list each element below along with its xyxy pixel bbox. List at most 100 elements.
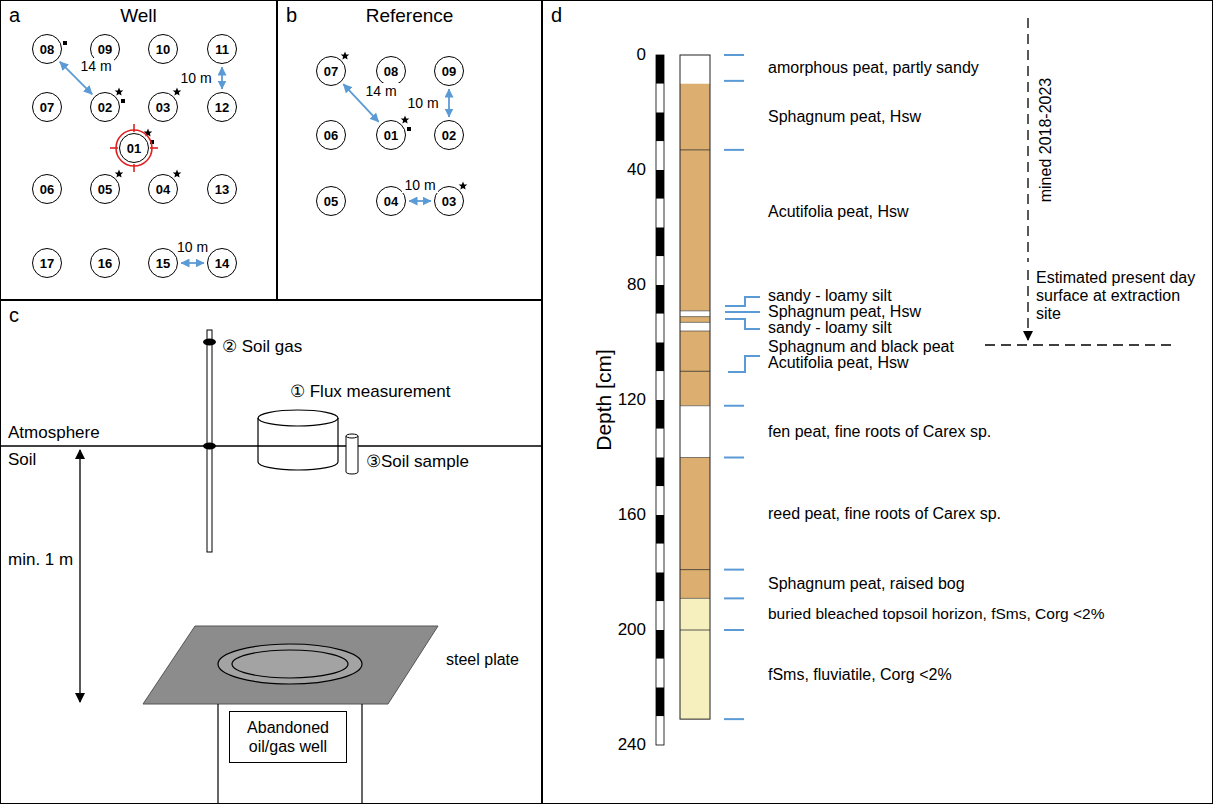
location-circle: 15: [148, 248, 178, 278]
depth-tick: 160: [618, 506, 646, 524]
location-circle: 09: [434, 56, 464, 86]
well-casing: [218, 704, 362, 804]
figure-panel: cAbandoned oil/gas well: [0, 300, 542, 804]
location-number: 04: [384, 194, 398, 209]
sampling-marks: [459, 182, 468, 190]
depth-scale-bar: [656, 55, 664, 745]
location-circle: 05: [316, 186, 346, 216]
ground-line: [0, 445, 542, 447]
location-number: 17: [40, 256, 54, 271]
depth-scale-bar: [656, 285, 664, 314]
distance-arrow: [80, 450, 81, 702]
location-number: 07: [40, 100, 54, 115]
panel-letter: d: [551, 4, 562, 27]
layer-boundary-mark: [724, 55, 760, 719]
depth-scale-bar: [656, 486, 664, 515]
setup-label: min. 1 m: [8, 551, 73, 569]
layer-label: Sphagnum peat, Hsw: [768, 108, 921, 126]
steel-plate: [143, 626, 438, 704]
soil-column: [680, 405, 710, 406]
soil-column: [680, 55, 710, 84]
location-circle: 02: [434, 120, 464, 150]
sampling-marks: [110, 147, 118, 149]
setup-label: Atmosphere: [8, 424, 100, 442]
layer-boundary-mark: [724, 718, 744, 720]
location-number: 15: [156, 256, 170, 271]
sampling-marks: [63, 41, 467, 190]
location-circle: 04: [148, 174, 178, 204]
location-circle: 08: [32, 34, 62, 64]
flux-chamber: [258, 410, 338, 426]
soil-column: [680, 598, 710, 599]
soil-column: [680, 406, 710, 458]
location-number: 05: [98, 182, 112, 197]
panel-letter: a: [9, 4, 20, 27]
sampling-marks: [115, 170, 124, 178]
layer-boundary-mark: [724, 569, 744, 571]
steel-plate: [143, 626, 438, 704]
layer-label: fSms, fluviatile, Corg <2%: [768, 666, 952, 684]
soil-sample-core: [346, 434, 358, 438]
layer-label: reed peat, fine roots of Carex sp.: [768, 505, 1001, 523]
distance-label: 14 m: [363, 83, 398, 99]
depth-scale-bar: [656, 716, 664, 745]
layer-boundary-mark: [724, 629, 744, 631]
depth-scale-bar: [656, 199, 664, 228]
well-box: Abandoned oil/gas well: [229, 711, 347, 763]
sampling-marks: [150, 147, 158, 149]
sampling-marks: [341, 52, 350, 60]
location-number: 08: [40, 42, 54, 57]
distance-label: 14 m: [78, 58, 113, 74]
well-casing: [217, 704, 218, 804]
mined-marker: [1027, 270, 1028, 340]
location-circle: 01: [119, 133, 149, 163]
location-circle: 13: [207, 174, 237, 204]
soil-sample-core: [346, 436, 358, 474]
location-number: 05: [324, 194, 338, 209]
panel-letter: b: [286, 4, 297, 27]
location-circle: 02: [90, 92, 120, 122]
figure-panel: aWell0809101107020312010605041317161514: [0, 0, 277, 300]
sampling-marks: [401, 116, 410, 124]
soil-column: [680, 322, 710, 323]
sampling-marks: [144, 129, 153, 137]
setup-label: ③Soil sample: [366, 453, 469, 471]
depth-tick: 200: [618, 621, 646, 639]
distance-label: 10 m: [178, 70, 213, 86]
soil-column: [680, 316, 710, 317]
depth-tick: 240: [618, 736, 646, 754]
depth-scale-bar: [656, 400, 664, 429]
soil-column: [680, 458, 710, 599]
layer-label: Acutifolia peat, Hsw: [768, 354, 909, 372]
location-circle: 14: [207, 248, 237, 278]
layer-boundary-mark: [724, 597, 744, 599]
sampling-marks: [121, 99, 125, 103]
layer-label: Sphagnum and black peat: [768, 338, 954, 356]
distance-label: 10 m: [402, 177, 437, 193]
layer-boundary-mark: [724, 54, 744, 56]
location-number: 12: [215, 100, 229, 115]
soil-column: [680, 331, 710, 332]
location-number: 01: [127, 141, 141, 156]
layer-label: Sphagnum peat, Hsw: [768, 303, 921, 321]
depth-scale-bar: [656, 573, 664, 602]
well-label: Abandoned oil/gas well: [247, 719, 329, 755]
setup-label: ② Soil gas: [222, 338, 302, 356]
panel-title: Well: [120, 5, 157, 27]
depth-scale-bar: [656, 170, 664, 199]
location-circle: 11: [207, 34, 237, 64]
layer-label: Estimated present day surface at extract…: [1036, 269, 1208, 323]
setup-label: ① Flux measurement: [290, 383, 451, 401]
figure-panel: bReference070809060102050403: [277, 0, 542, 300]
location-number: 04: [156, 182, 170, 197]
axis-title: Depth [cm]: [595, 349, 613, 451]
depth-scale-bar: [656, 84, 664, 113]
location-number: 06: [40, 182, 54, 197]
layer-boundary-mark: [725, 311, 760, 313]
layer-label: buried bleached topsoil horizon, fSms, C…: [768, 605, 1104, 623]
depth-scale-bar: [656, 659, 664, 688]
location-circle: 03: [434, 186, 464, 216]
location-number: 16: [98, 256, 112, 271]
depth-tick: 40: [627, 161, 646, 179]
location-number: 03: [156, 100, 170, 115]
